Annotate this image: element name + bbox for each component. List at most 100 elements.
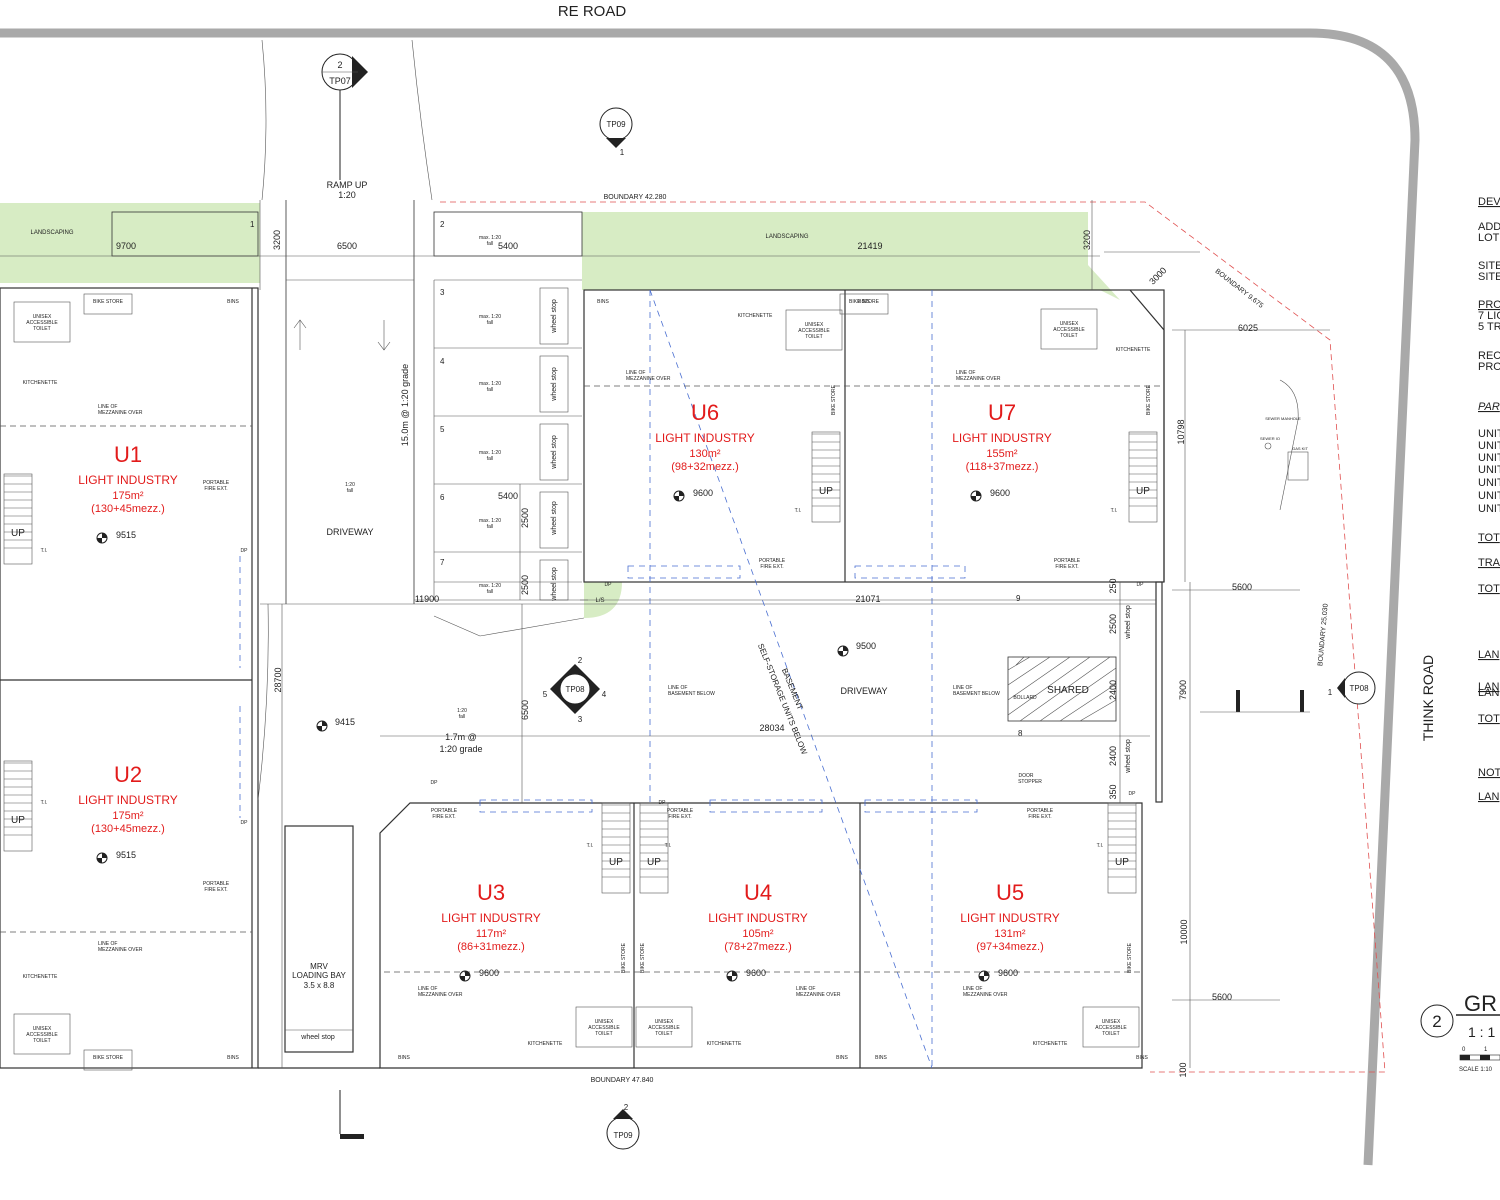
- stair: UP: [601, 802, 631, 894]
- svg-text:5600: 5600: [1212, 992, 1232, 1002]
- stair: UP: [3, 760, 33, 852]
- annotation: LINE OF: [956, 370, 975, 376]
- annotation: BINS: [597, 299, 609, 305]
- annotation: KITCHENETTE: [1033, 1041, 1068, 1047]
- svg-text:1:20: 1:20: [345, 482, 355, 488]
- unit-id: U6: [691, 400, 719, 425]
- svg-text:fall: fall: [487, 320, 493, 326]
- annotation: STOPPER: [1018, 779, 1042, 785]
- svg-text:SEWER IO: SEWER IO: [1260, 436, 1280, 441]
- unit-area: 117m²: [476, 928, 507, 940]
- legend-line: UNIT: [1478, 452, 1500, 464]
- svg-text:4: 4: [602, 690, 607, 699]
- svg-text:5: 5: [440, 425, 445, 434]
- svg-text:21419: 21419: [857, 241, 882, 251]
- unit-floor-level: 9600: [998, 968, 1018, 978]
- annotation: TOILET: [655, 1031, 672, 1037]
- annotation: LINE OF: [418, 986, 437, 992]
- unit-area: 131m²: [994, 928, 1026, 940]
- unit-floor-level: 9600: [990, 488, 1010, 498]
- unit-use: LIGHT INDUSTRY: [78, 793, 178, 807]
- stair: UP: [639, 802, 669, 894]
- marker-tp08-center: TP08 2 4 3 5: [543, 656, 607, 724]
- stair-up-label: UP: [647, 857, 661, 868]
- unit-id: U7: [988, 400, 1016, 425]
- svg-text:TP08: TP08: [1349, 684, 1369, 693]
- svg-text:8: 8: [1018, 729, 1023, 738]
- svg-text:1: 1: [250, 220, 255, 229]
- stair: UP: [3, 473, 33, 565]
- unit-floor-level: 9600: [693, 488, 713, 498]
- annotation: KITCHENETTE: [738, 313, 773, 319]
- annotation: UNISEX: [33, 314, 52, 320]
- unit-id: U2: [114, 762, 142, 787]
- unit-floor-level: 9600: [479, 968, 499, 978]
- svg-text:SEWER MANHOLE: SEWER MANHOLE: [1265, 416, 1301, 421]
- legend-line: 7 LIG: [1478, 310, 1500, 322]
- ramp-grade: 1:20: [338, 190, 356, 200]
- svg-text:1 : 1: 1 : 1: [1468, 1024, 1495, 1040]
- annotation: DP: [1137, 582, 1145, 588]
- ramp: RAMP UP 1:20 15.0m @ 1:20 grade DRIVEWAY: [257, 180, 1156, 801]
- annotation: LINE OF: [98, 941, 117, 947]
- svg-text:4: 4: [440, 357, 445, 366]
- unit-split: (118+37mezz.): [966, 461, 1039, 473]
- legend-line: TRA: [1478, 557, 1500, 569]
- svg-text:350: 350: [1108, 784, 1118, 799]
- legend-line: UNIT: [1478, 503, 1500, 515]
- annotation: KITCHENETTE: [707, 1041, 742, 1047]
- svg-text:5400: 5400: [498, 491, 518, 501]
- svg-text:6: 6: [440, 493, 445, 502]
- annotation: LINE OF: [626, 370, 645, 376]
- annotation: PORTABLE: [1027, 808, 1054, 814]
- annotation: TOILET: [1060, 333, 1077, 339]
- wheel-stop-labels: wheel stop wheel stop wheel stop wheel s…: [300, 299, 1132, 1041]
- annotation: PORTABLE: [1054, 558, 1081, 564]
- unit-split: (130+45mezz.): [91, 823, 165, 835]
- annotation: MEZZANINE OVER: [98, 410, 143, 416]
- unit-use: LIGHT INDUSTRY: [708, 911, 808, 925]
- svg-text:TP08: TP08: [565, 685, 585, 694]
- svg-text:3: 3: [578, 715, 583, 724]
- annotation: UNISEX: [1060, 321, 1079, 327]
- svg-text:3: 3: [440, 288, 445, 297]
- svg-text:fall: fall: [487, 456, 493, 462]
- stair-up-label: UP: [11, 528, 25, 539]
- legend-line: UNIT: [1478, 440, 1500, 452]
- mrv-loading-bay: MRV LOADING BAY 3.5 x 8.8: [284, 825, 354, 1053]
- annotation: PORTABLE: [203, 881, 230, 887]
- annotation: UNISEX: [595, 1019, 614, 1025]
- annotation: UNISEX: [1102, 1019, 1121, 1025]
- svg-text:2500: 2500: [520, 575, 530, 595]
- unit-area: 175m²: [112, 810, 144, 822]
- svg-text:9: 9: [1016, 594, 1021, 603]
- annotation: DOOR: [1019, 773, 1034, 779]
- unit-id: U5: [996, 880, 1024, 905]
- legend-line: UNIT: [1478, 490, 1500, 502]
- dimension-lines: [0, 200, 1330, 1068]
- svg-text:2: 2: [440, 220, 445, 229]
- unit-floor-level: 9515: [116, 850, 136, 860]
- svg-text:max. 1:20: max. 1:20: [479, 583, 501, 589]
- annotation: FIRE EXT.: [204, 887, 227, 893]
- annotation: LINE OF: [796, 986, 815, 992]
- stair: UP: [811, 431, 841, 523]
- unit-area: 105m²: [742, 928, 774, 940]
- annotation: T.I.: [587, 843, 594, 849]
- svg-text:TP09: TP09: [606, 120, 626, 129]
- svg-text:wheel stop: wheel stop: [551, 435, 558, 470]
- annotation: BIKE STORE: [1127, 942, 1133, 973]
- annotation: UNISEX: [33, 1026, 52, 1032]
- unit-use: LIGHT INDUSTRY: [441, 911, 541, 925]
- svg-text:9415: 9415: [335, 717, 355, 727]
- svg-text:9700: 9700: [116, 241, 136, 251]
- stair-up-label: UP: [609, 857, 623, 868]
- svg-text:wheel stop: wheel stop: [551, 567, 558, 602]
- svg-text:max. 1:20: max. 1:20: [479, 381, 501, 387]
- marker-tp07: 2 TP07: [321, 53, 368, 180]
- annotation: BINS: [398, 1055, 410, 1061]
- annotation: TOILET: [595, 1031, 612, 1037]
- annotation: BIKE STORE: [1146, 384, 1152, 415]
